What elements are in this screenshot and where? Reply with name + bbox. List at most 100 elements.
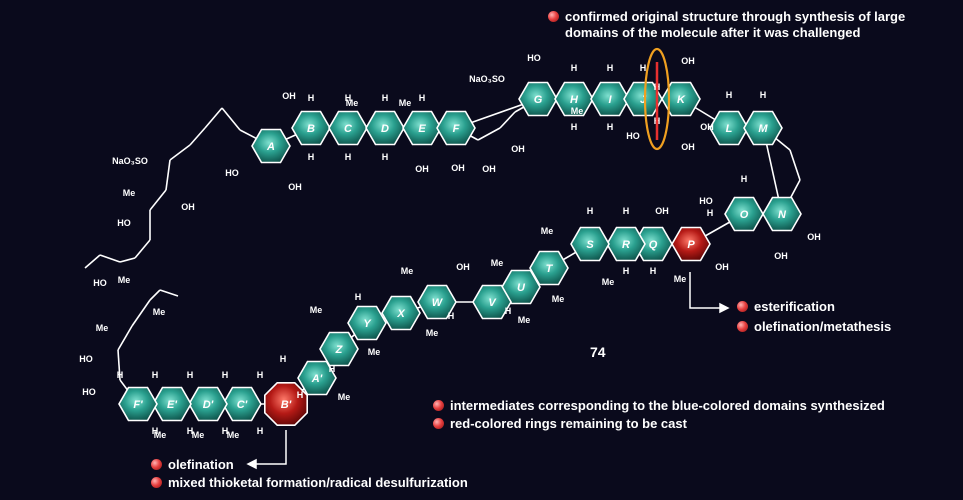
label-h: H bbox=[280, 354, 287, 364]
bond bbox=[189, 127, 206, 146]
label-h: H bbox=[308, 93, 315, 103]
label-h: H bbox=[760, 90, 767, 100]
label-h: H bbox=[222, 370, 229, 380]
bond bbox=[165, 159, 171, 191]
label-me: Me bbox=[338, 392, 351, 402]
ring-label: Z bbox=[335, 344, 344, 356]
ring-x: X bbox=[381, 295, 421, 331]
bond bbox=[84, 254, 101, 269]
label-oh: OH bbox=[288, 182, 302, 192]
ring-j: J bbox=[623, 81, 663, 117]
bond bbox=[149, 289, 161, 301]
label-me: Me bbox=[123, 188, 136, 198]
ring-b-prime: B' bbox=[263, 381, 309, 427]
ring-label: Q bbox=[649, 239, 658, 251]
label-ho: HO bbox=[626, 131, 640, 141]
ring-label: H bbox=[570, 94, 579, 106]
ring-label: F' bbox=[133, 399, 143, 411]
label-nao3so-top: NaO₃SO bbox=[469, 74, 505, 84]
label-h: H bbox=[607, 63, 614, 73]
label-me: Me bbox=[96, 323, 109, 333]
bullet-icon bbox=[433, 400, 444, 411]
ring-label: O bbox=[740, 209, 749, 221]
note-esterification-text: esterification bbox=[754, 299, 835, 314]
label-h: H bbox=[257, 426, 264, 436]
ring-label: C' bbox=[237, 399, 248, 411]
ring-e-prime: E' bbox=[152, 386, 192, 422]
ring-label: Y bbox=[363, 318, 372, 330]
label-me: Me bbox=[426, 328, 439, 338]
bond bbox=[119, 257, 136, 263]
ring-h: H bbox=[554, 81, 594, 117]
bond bbox=[149, 189, 167, 211]
label-oh: OH bbox=[181, 202, 195, 212]
ring-label: M bbox=[758, 123, 768, 135]
note-thioketal: mixed thioketal formation/radical desulf… bbox=[151, 475, 468, 491]
label-me: Me bbox=[602, 277, 615, 287]
ring-label: A' bbox=[311, 373, 323, 385]
note-top-text: confirmed original structure through syn… bbox=[565, 9, 906, 40]
ring-a-prime: A' bbox=[297, 360, 337, 396]
label-h: H bbox=[505, 306, 512, 316]
bond bbox=[499, 111, 516, 129]
ring-label: L bbox=[726, 123, 733, 135]
label-h: H bbox=[607, 122, 614, 132]
label-h: H bbox=[329, 364, 336, 374]
label-me: Me bbox=[118, 275, 131, 285]
label-me: Me bbox=[571, 106, 584, 116]
ring-label: R bbox=[622, 239, 630, 251]
ring-k: K bbox=[661, 81, 701, 117]
label-oh: OH bbox=[456, 262, 470, 272]
label-me: Me bbox=[154, 430, 167, 440]
bond bbox=[477, 127, 501, 141]
label-oh: OH bbox=[655, 206, 669, 216]
label-h: H bbox=[382, 93, 389, 103]
ring-d: D bbox=[365, 110, 405, 146]
note-red-rings: red-colored rings remaining to be cast bbox=[433, 416, 687, 432]
ring-shape bbox=[529, 250, 569, 286]
ring-b: B bbox=[291, 110, 331, 146]
ring-shape bbox=[347, 305, 387, 341]
label-me: Me bbox=[310, 305, 323, 315]
label-oh: OH bbox=[715, 262, 729, 272]
label-ho: HO bbox=[93, 278, 107, 288]
ring-z: Z bbox=[319, 331, 359, 367]
ring-g: G bbox=[518, 81, 558, 117]
ring-f-prime: F' bbox=[118, 386, 158, 422]
label-me: Me bbox=[518, 315, 531, 325]
bond bbox=[221, 107, 241, 131]
label-oh: OH bbox=[681, 56, 695, 66]
bullet-icon bbox=[151, 477, 162, 488]
bullet-icon bbox=[737, 301, 748, 312]
ring-label: D bbox=[381, 123, 389, 135]
label-h: H bbox=[640, 63, 647, 73]
ring-shape bbox=[570, 226, 610, 262]
ring-label: C bbox=[344, 123, 353, 135]
ring-r: R bbox=[606, 226, 646, 262]
bond bbox=[789, 149, 801, 181]
arrow-esterification bbox=[689, 272, 730, 314]
ring-shape bbox=[590, 81, 630, 117]
label-h: H bbox=[448, 311, 455, 321]
bullet-icon bbox=[151, 459, 162, 470]
label-ho: HO bbox=[225, 168, 239, 178]
bond bbox=[204, 107, 223, 129]
bond bbox=[99, 254, 121, 263]
label-h: H bbox=[355, 292, 362, 302]
ring-n: N bbox=[762, 196, 802, 232]
ring-label: G bbox=[534, 94, 543, 106]
ring-shape bbox=[381, 295, 421, 331]
label-me: Me bbox=[346, 98, 359, 108]
ring-label: W bbox=[432, 297, 444, 309]
label-oh: OH bbox=[774, 251, 788, 261]
ring-shape bbox=[402, 110, 442, 146]
ring-w: W bbox=[417, 284, 457, 320]
ring-f: F bbox=[436, 110, 476, 146]
ring-label: B' bbox=[281, 399, 292, 411]
bond bbox=[117, 325, 133, 351]
ring-shape bbox=[263, 381, 309, 427]
ring-label: J bbox=[640, 94, 647, 106]
ring-c: C bbox=[328, 110, 368, 146]
